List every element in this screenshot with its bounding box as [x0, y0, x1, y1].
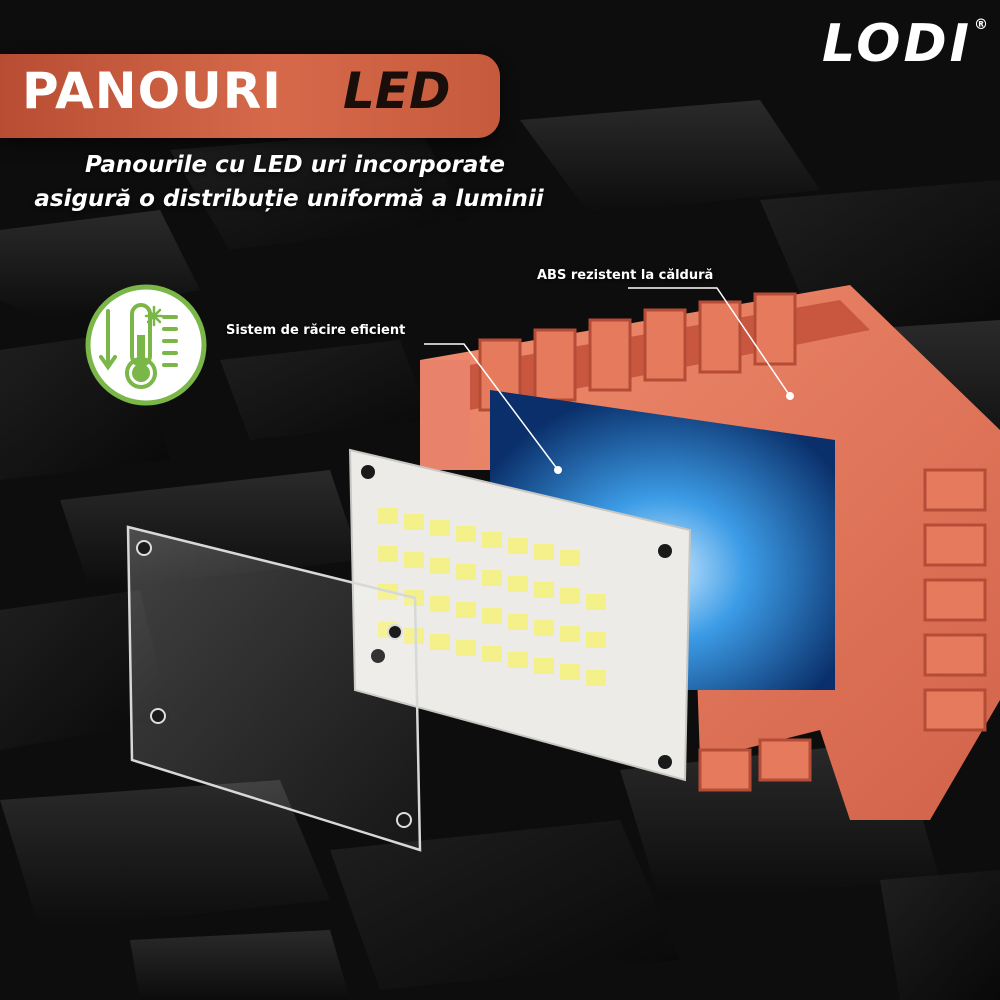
subtitle-line-1: Panourile cu LED uri incorporate — [84, 152, 506, 178]
page-title: PANOURI — [22, 62, 282, 120]
registered-mark: ® — [974, 17, 988, 33]
brand-logo: LODI® — [822, 18, 988, 70]
thermometer-snowflake-icon — [85, 284, 207, 406]
subtitle-line-2: asigură o distribuție uniformă a luminii — [34, 186, 544, 212]
brand-logo-text: LODI — [822, 14, 972, 74]
callout-lines — [424, 287, 794, 474]
callout-cooling-system: Sistem de răcire eficient — [226, 323, 406, 338]
page-title-accent: LED — [343, 62, 451, 120]
title-banner — [0, 54, 500, 138]
pcb-board — [348, 448, 692, 782]
callout-abs-heat-resistant: ABS rezistent la căldură — [537, 268, 714, 283]
protective-glass — [126, 525, 422, 852]
